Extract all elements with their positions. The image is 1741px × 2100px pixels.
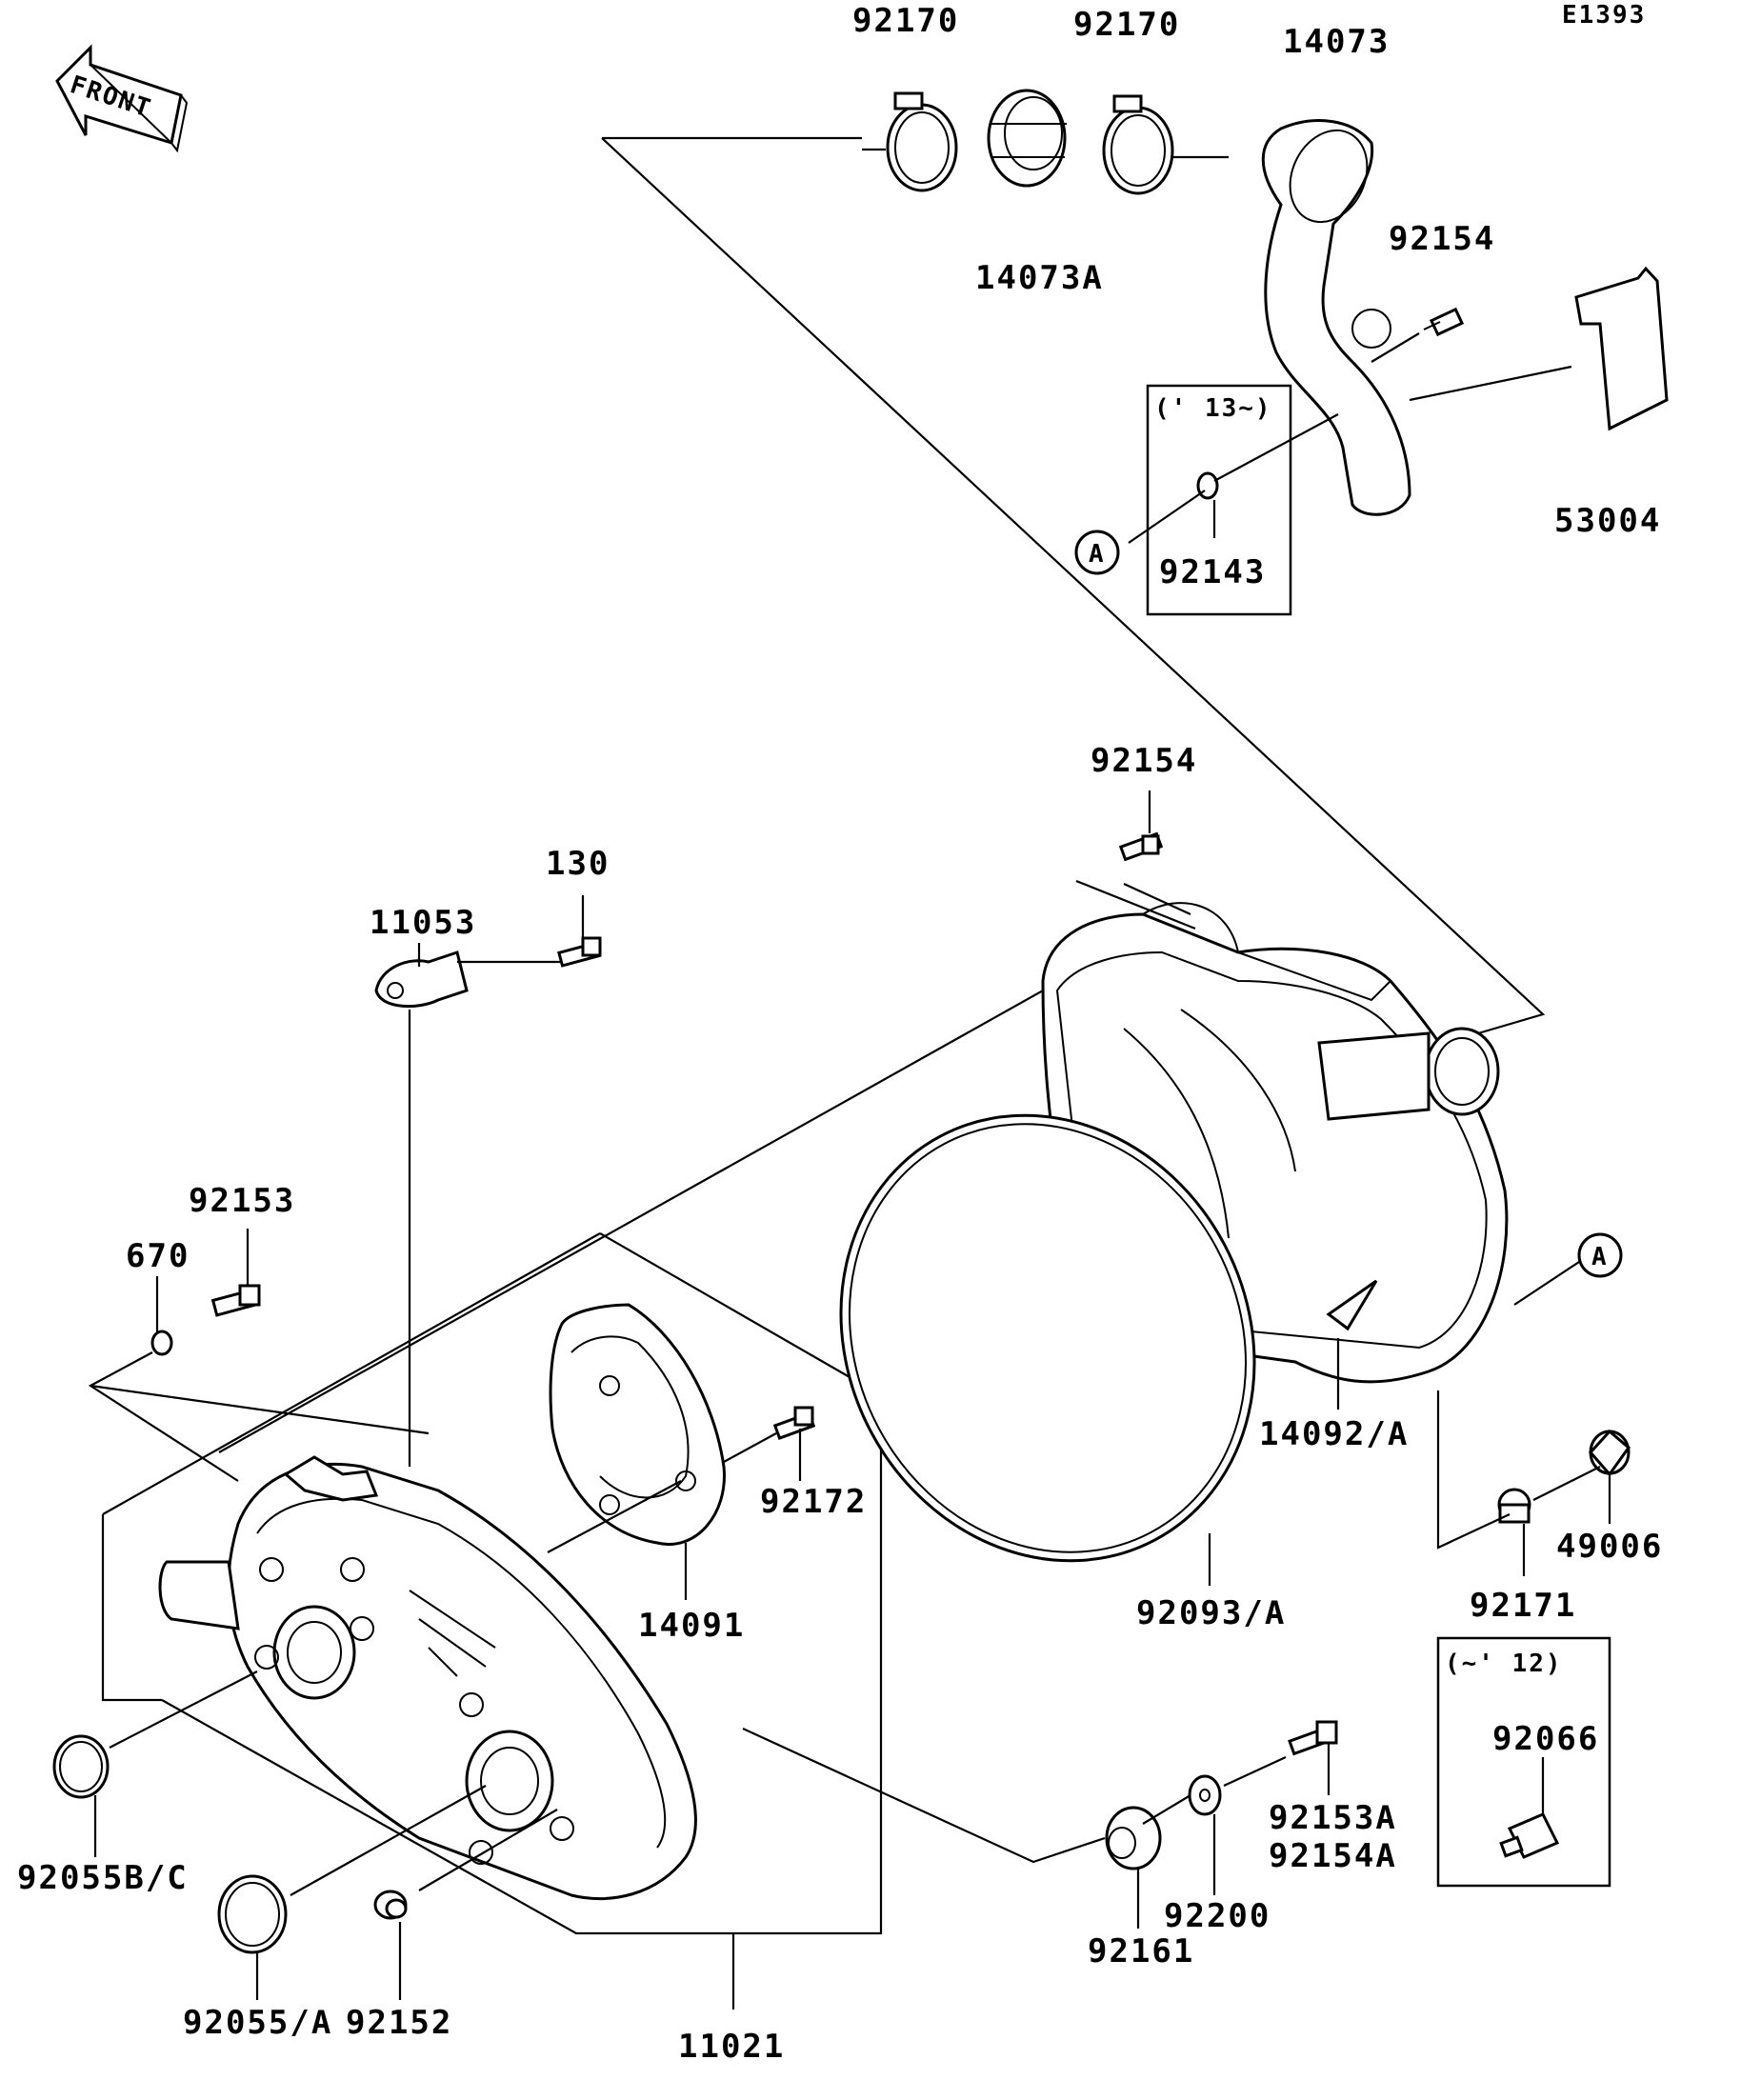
bolt-92153 xyxy=(210,1284,261,1317)
o-ring-92055A xyxy=(217,1874,288,1954)
reference-marker-a-top: A xyxy=(1074,530,1120,575)
variant-label-2012: (~' 12) xyxy=(1445,1650,1563,1678)
label-92153A: 92153A xyxy=(1269,1799,1397,1837)
front-arrow-icon: FRONT xyxy=(55,44,189,153)
svg-text:A: A xyxy=(1089,540,1106,569)
plug-49006 xyxy=(1588,1429,1631,1477)
reference-marker-a-right: A xyxy=(1577,1232,1623,1278)
label-92171: 92171 xyxy=(1470,1587,1576,1625)
clamp-92171 xyxy=(1497,1488,1531,1524)
bracket-11053 xyxy=(374,950,469,1009)
label-92153: 92153 xyxy=(189,1182,295,1220)
bolt-92153A xyxy=(1288,1720,1338,1756)
inner-cover-11021 xyxy=(158,1455,697,1901)
label-14073A: 14073A xyxy=(975,259,1104,297)
label-14091: 14091 xyxy=(638,1607,745,1645)
label-92093A: 92093/A xyxy=(1136,1594,1286,1632)
variant-box-2013 xyxy=(1146,384,1292,616)
label-49006: 49006 xyxy=(1556,1528,1663,1566)
label-92172: 92172 xyxy=(760,1483,867,1521)
o-ring-670 xyxy=(150,1330,173,1356)
baffle-plate-14091 xyxy=(549,1303,726,1546)
label-11053: 11053 xyxy=(370,904,476,942)
screw-92172 xyxy=(772,1406,816,1440)
sensor-92066 xyxy=(1499,1812,1560,1859)
label-92154-top: 92154 xyxy=(1389,220,1495,258)
label-11021: 11021 xyxy=(678,2028,785,2066)
label-14073: 14073 xyxy=(1283,23,1390,61)
hose-clamp-right xyxy=(1102,94,1174,195)
screw-92154-top xyxy=(1423,307,1465,337)
label-130: 130 xyxy=(546,845,610,883)
label-92055A: 92055/A xyxy=(183,2004,332,2042)
label-92200: 92200 xyxy=(1164,1897,1271,1935)
washer-92143 xyxy=(1196,471,1219,500)
label-92143: 92143 xyxy=(1159,553,1266,591)
label-92066: 92066 xyxy=(1492,1720,1599,1758)
label-92161: 92161 xyxy=(1088,1932,1194,1970)
label-92055BC: 92055B/C xyxy=(17,1859,189,1897)
screw-92154-mid xyxy=(1118,831,1164,862)
washer-92200 xyxy=(1188,1774,1222,1816)
label-670: 670 xyxy=(126,1237,190,1275)
o-ring-92055BC xyxy=(52,1734,110,1799)
label-92170-left: 92170 xyxy=(852,2,959,40)
variant-box-2012 xyxy=(1436,1636,1611,1888)
label-92170-right: 92170 xyxy=(1073,6,1180,44)
assembly-frame-lines xyxy=(90,136,1546,1935)
label-14092A: 14092/A xyxy=(1259,1415,1409,1453)
label-92152: 92152 xyxy=(346,2004,452,2042)
label-53004: 53004 xyxy=(1554,502,1661,540)
air-duct-14073 xyxy=(1261,119,1411,516)
variant-label-2013: (' 13~) xyxy=(1154,394,1272,423)
gasket-92093 xyxy=(839,1113,1256,1563)
hose-clamp-left xyxy=(886,91,958,192)
grommet-92161 xyxy=(1105,1806,1162,1870)
duct-sleeve xyxy=(987,89,1067,188)
diagram-code: E1393 xyxy=(1562,1,1646,30)
bolt-130 xyxy=(557,936,602,968)
label-92154A: 92154A xyxy=(1269,1837,1397,1875)
warning-label-53004 xyxy=(1574,266,1669,431)
label-92154-mid: 92154 xyxy=(1091,742,1197,780)
plug-92152 xyxy=(373,1890,408,1920)
svg-text:A: A xyxy=(1591,1243,1609,1271)
